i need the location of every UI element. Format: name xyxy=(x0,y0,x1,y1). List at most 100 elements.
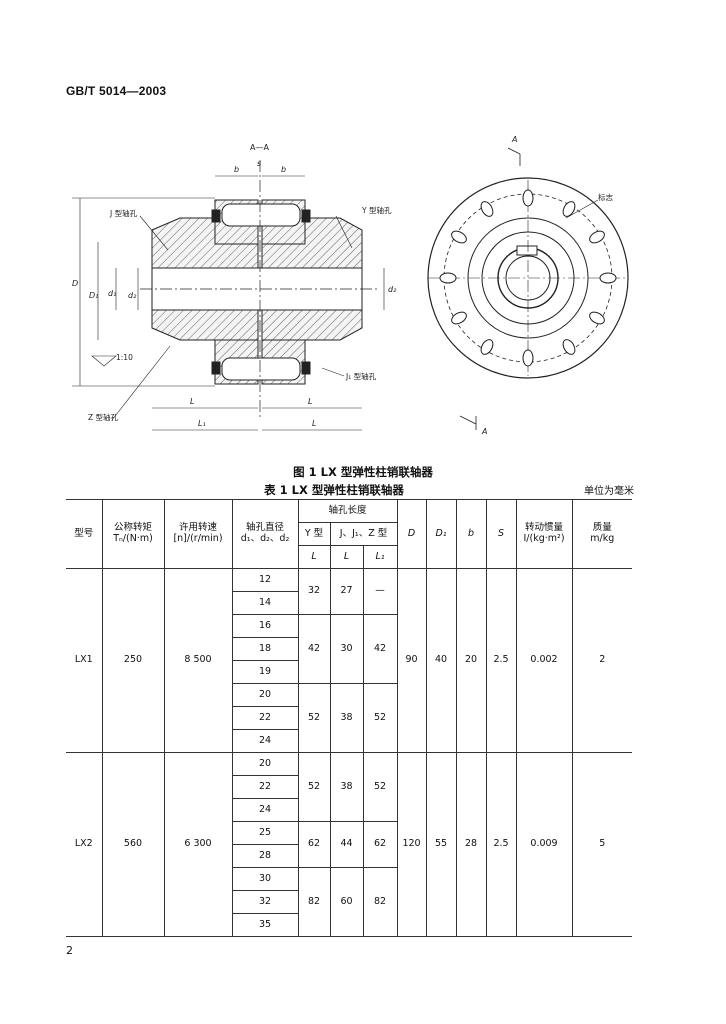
cell-S: 2.5 xyxy=(485,752,517,937)
table-row: 22 xyxy=(66,706,632,730)
table-row: 30 82 60 82 xyxy=(66,867,632,937)
cell-length-y: 82 xyxy=(297,867,331,937)
th-D1: D₁ xyxy=(425,499,457,569)
table-row: 22 xyxy=(66,775,632,799)
th-j-type: J、J₁、Z 型 xyxy=(329,522,398,546)
cell-length-l: 44 xyxy=(329,821,364,868)
cell-length-l1: 42 xyxy=(362,614,398,684)
cell-mass: 2 xyxy=(571,568,633,753)
dim-D1: D₁ xyxy=(89,291,98,300)
th-length-group: 轴孔长度 xyxy=(297,499,398,523)
cell-length-y: 42 xyxy=(297,614,331,684)
page-number: 2 xyxy=(66,944,73,957)
cell-length-l1: 52 xyxy=(362,683,398,753)
dim-L-bottom: L xyxy=(312,419,316,428)
view-label-top: A xyxy=(511,135,517,144)
dim-dz: d₂ xyxy=(388,285,397,294)
dim-b-left: b xyxy=(234,165,239,174)
cell-diameter: 18 xyxy=(232,637,298,661)
cell-length-y: 62 xyxy=(297,821,331,868)
cell-length-y: 52 xyxy=(297,752,331,822)
cell-diameter: 28 xyxy=(232,844,298,868)
table-row: 32 xyxy=(66,890,632,914)
cell-diameter: 19 xyxy=(232,660,298,684)
table-row: 35 xyxy=(66,913,632,937)
dim-D: D xyxy=(72,279,78,288)
th-S: S xyxy=(485,499,517,569)
th-L-j: L xyxy=(329,545,364,569)
dim-L-right: L xyxy=(308,397,312,406)
cell-speed: 8 500 xyxy=(163,568,233,753)
th-D: D xyxy=(396,499,427,569)
cell-diameter: 16 xyxy=(232,614,299,638)
label-z-bore: Z 型轴孔 xyxy=(88,412,119,422)
cell-diameter: 22 xyxy=(232,775,298,799)
dim-L1: L₁ xyxy=(198,419,206,428)
cell-diameter: 20 xyxy=(231,752,299,776)
label-j1-bore: J₁ 型轴孔 xyxy=(345,371,377,381)
table-row: 16 42 30 42 xyxy=(66,614,632,684)
cell-length-l1: 52 xyxy=(362,752,398,822)
document-code: GB/T 5014—2003 xyxy=(66,84,167,98)
unit-note: 单位为毫米 xyxy=(584,486,634,497)
th-speed: 许用转速[n]/(r/min) xyxy=(163,499,233,569)
cell-length-l: 38 xyxy=(329,683,364,753)
cell-D: 90 xyxy=(396,568,427,753)
table-row: 19 xyxy=(66,660,632,684)
th-b: b xyxy=(455,499,487,569)
cell-D1: 40 xyxy=(425,568,457,753)
table-row: 24 xyxy=(66,729,632,753)
label-marking: 标志 xyxy=(598,192,613,202)
table-row: 14 xyxy=(66,591,632,615)
cell-diameter: 24 xyxy=(232,798,298,822)
cell-b: 20 xyxy=(455,568,487,753)
cell-inertia: 0.009 xyxy=(515,752,573,937)
cell-diameter: 20 xyxy=(232,683,299,707)
cell-diameter: 35 xyxy=(232,913,298,937)
coupling-drawing: A—A b s b J 型轴孔 Y 型轴孔 J₁ 型轴孔 Z 型轴孔 1:10 … xyxy=(72,135,629,436)
th-y-type: Y 型 xyxy=(298,522,331,546)
cell-length-l: 60 xyxy=(329,867,364,937)
cell-length-y: 52 xyxy=(297,683,331,753)
cell-S: 2.5 xyxy=(485,568,517,753)
cell-diameter: 30 xyxy=(232,867,299,891)
cell-b: 28 xyxy=(455,752,487,937)
end-view xyxy=(427,147,629,430)
section-view xyxy=(72,160,385,431)
dim-d1: d₁ xyxy=(108,289,116,298)
slope-ratio: 1:10 xyxy=(116,353,133,362)
cell-model: LX2 xyxy=(66,752,103,937)
cell-diameter: 24 xyxy=(232,729,298,753)
cell-diameter: 25 xyxy=(232,821,299,845)
dim-d2: d₂ xyxy=(128,291,137,300)
cell-model: LX1 xyxy=(66,568,103,753)
table-row: LX2 560 6 300 20 52 38 52 120 55 28 2.5 … xyxy=(66,752,633,937)
table-caption: 表 1 LX 型弹性柱销联轴器 xyxy=(264,483,404,497)
cell-speed: 6 300 xyxy=(163,752,233,937)
label-y-bore: Y 型轴孔 xyxy=(361,205,392,215)
cell-length-l: 30 xyxy=(329,614,364,684)
cell-length-l: 38 xyxy=(329,752,364,822)
cell-diameter: 22 xyxy=(232,706,298,730)
table-row: LX1 250 8 500 12 32 27 — 90 40 20 2.5 0.… xyxy=(66,568,633,753)
cell-diameter: 12 xyxy=(231,568,299,592)
figure-caption: 图 1 LX 型弹性柱销联轴器 xyxy=(293,465,433,479)
view-label-bottom: A xyxy=(481,427,487,436)
cell-diameter: 14 xyxy=(232,591,298,615)
cell-length-l: 27 xyxy=(329,568,364,615)
table-row: 24 xyxy=(66,798,632,822)
table-row: 18 xyxy=(66,637,632,661)
cell-D1: 55 xyxy=(425,752,457,937)
table-row: 28 xyxy=(66,844,632,868)
cell-length-l1: 82 xyxy=(362,867,398,937)
dim-b-right: b xyxy=(281,165,286,174)
th-L1: L₁ xyxy=(362,545,398,569)
label-j-bore: J 型轴孔 xyxy=(109,208,138,218)
cell-D: 120 xyxy=(396,752,427,937)
th-L-y: L xyxy=(298,545,331,569)
